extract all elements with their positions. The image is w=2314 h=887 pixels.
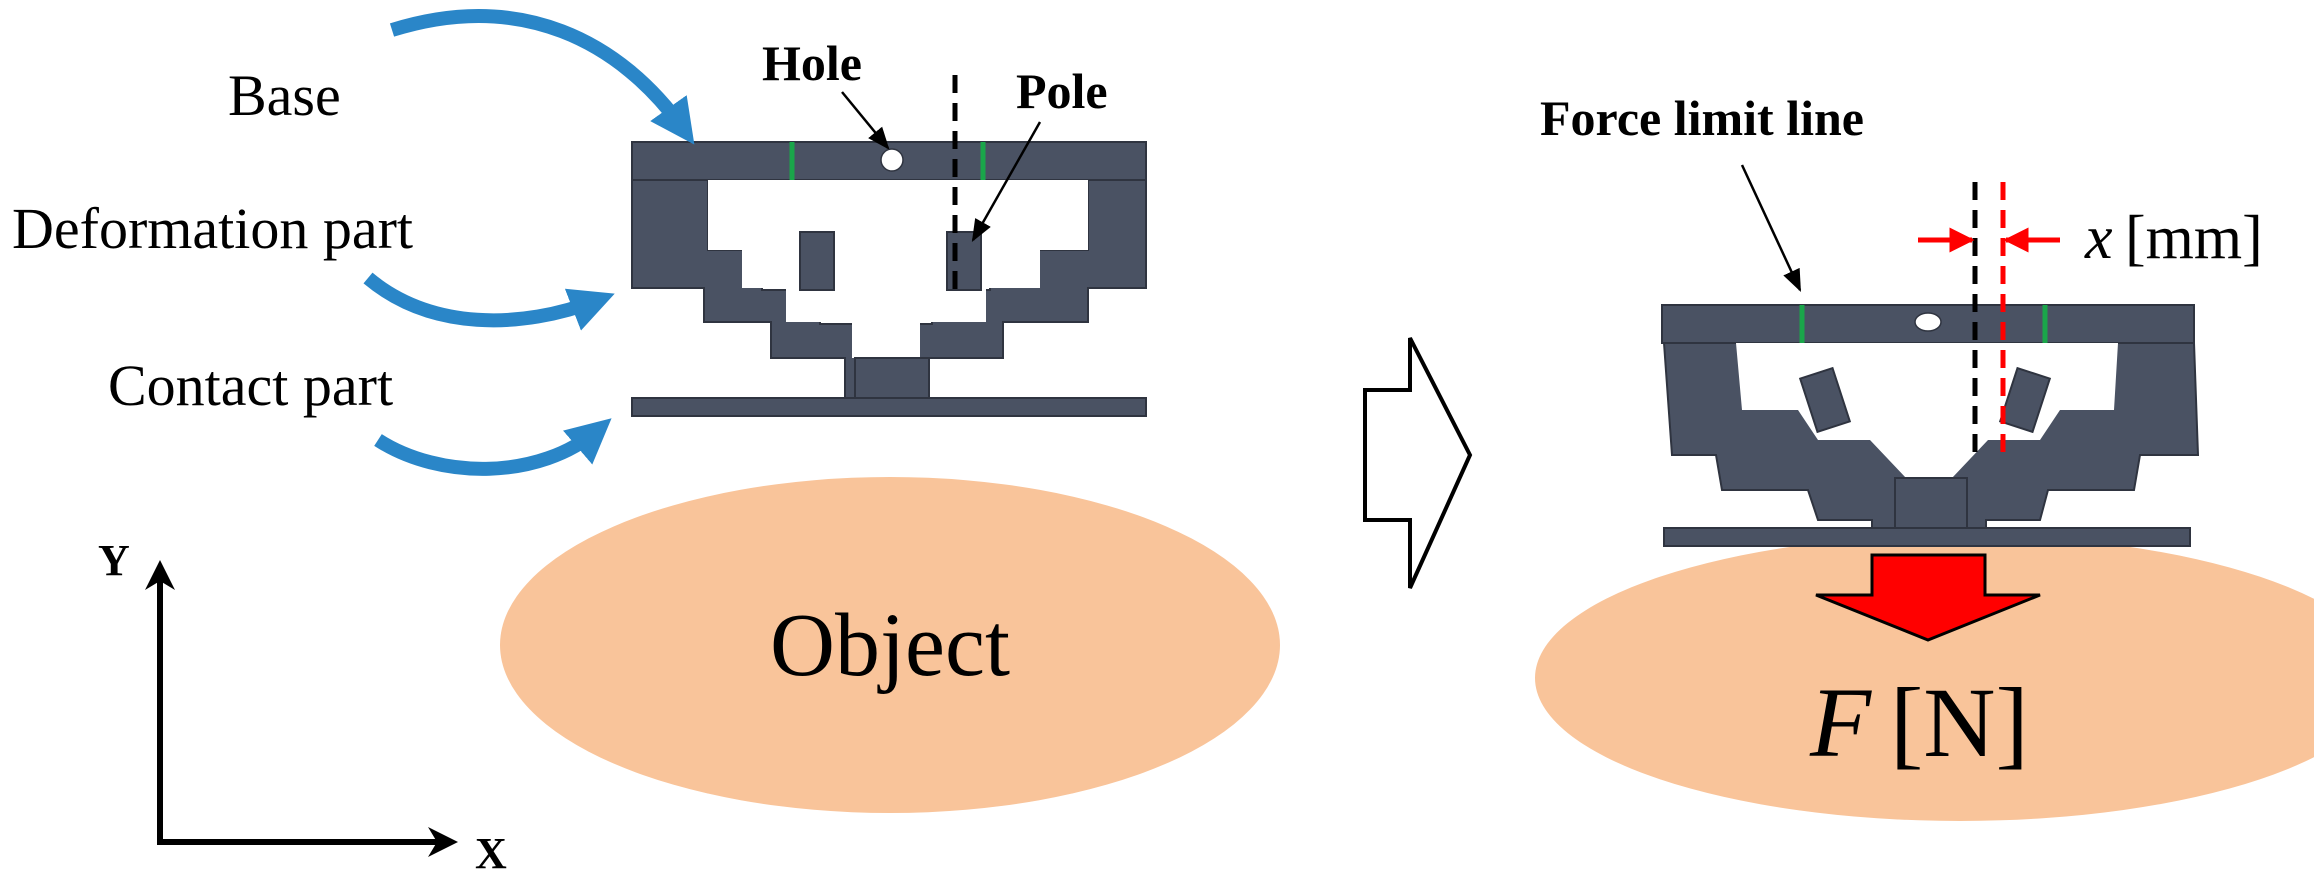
deformed-pole-left bbox=[1798, 366, 1852, 434]
stem bbox=[854, 357, 930, 399]
base-label: Base bbox=[228, 63, 341, 128]
deformation-arrow bbox=[363, 272, 615, 331]
x-axis-label: X bbox=[475, 829, 507, 878]
pole-left bbox=[799, 231, 835, 291]
y-axis-label: Y bbox=[98, 536, 130, 585]
force-limit-leader bbox=[1740, 164, 1802, 293]
object-ellipse bbox=[500, 477, 1280, 813]
pole-label: Pole bbox=[1016, 63, 1108, 119]
hole-label: Hole bbox=[762, 35, 862, 91]
left-panel: Object Base Deformation part Contact par bbox=[12, 9, 1280, 878]
gripper-undeformed bbox=[631, 141, 1147, 417]
gripper-deformed bbox=[1661, 304, 2200, 547]
deformation-part-label: Deformation part bbox=[12, 196, 413, 261]
x-unit: [mm] bbox=[2125, 204, 2263, 272]
object-ellipse-right bbox=[1535, 535, 2314, 821]
force-unit: [N] bbox=[1890, 667, 2029, 778]
hole bbox=[880, 148, 904, 172]
pole-leader bbox=[971, 121, 1042, 242]
contact-part bbox=[631, 397, 1147, 417]
force-limit-label: Force limit line bbox=[1540, 90, 1864, 146]
pole-right bbox=[946, 231, 982, 291]
transition-arrow bbox=[1363, 337, 1473, 589]
contact-arrow bbox=[374, 418, 612, 476]
deformed-contact-part bbox=[1663, 527, 2191, 547]
right-panel: F [N] x [mm] Force limit line bbox=[1535, 90, 2314, 821]
contact-part-label: Contact part bbox=[108, 353, 393, 418]
force-var: F bbox=[1809, 667, 1872, 778]
object-label: Object bbox=[770, 596, 1010, 695]
x-var: x bbox=[2084, 204, 2113, 272]
deformed-stem bbox=[1894, 477, 1968, 531]
force-arrow bbox=[1815, 553, 2041, 642]
base-arrow bbox=[389, 9, 695, 145]
hole-leader bbox=[841, 91, 890, 150]
deformed-pole-right bbox=[1998, 366, 2052, 434]
deformed-hole bbox=[1914, 312, 1942, 332]
